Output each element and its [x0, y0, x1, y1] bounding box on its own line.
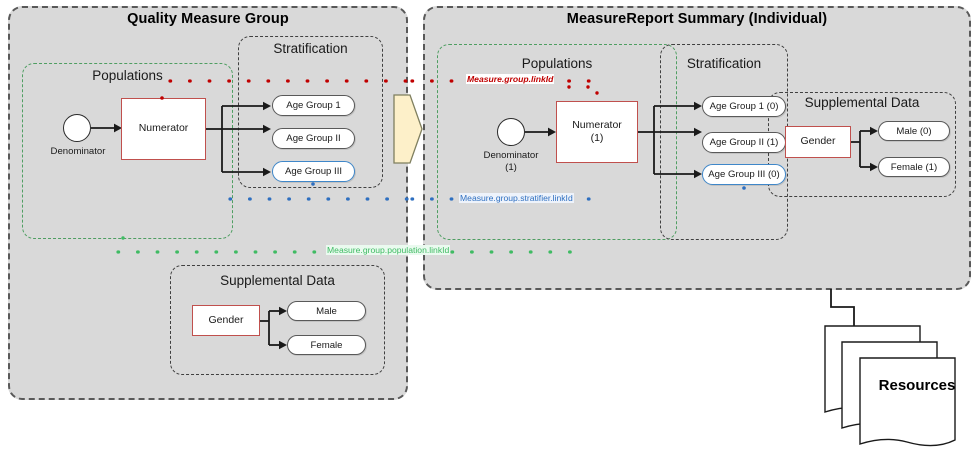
left-gender-label: Gender [208, 313, 244, 326]
right-denominator-label: Denominator (1) [466, 150, 556, 174]
right-gender-branch-connectors [851, 126, 878, 172]
right-numerator-label: Numerator [572, 118, 622, 131]
population-linkid-label: Measure.group.population.linkId [326, 245, 451, 255]
left-female-pill: Female [287, 335, 366, 355]
left-age-group-3-blue-dot [311, 182, 315, 186]
left-age-group-1-label: Age Group 1 [286, 100, 341, 111]
left-supplemental-title: Supplemental Data [220, 273, 335, 288]
left-gender-node: Gender [192, 305, 260, 336]
resources-stack-icon [824, 325, 956, 447]
right-numerator-node: Numerator (1) [556, 101, 638, 163]
right-age-group-3-blue-dot [742, 186, 746, 190]
left-denominator-label: Denominator [50, 146, 106, 157]
left-male-pill: Male [287, 301, 366, 321]
left-populations-region [22, 63, 233, 239]
left-age-group-2-label: Age Group II [286, 133, 341, 144]
right-age-group-1-pill: Age Group 1 (0) [702, 96, 786, 117]
right-female-pill: Female (1) [878, 157, 950, 177]
right-male-label: Male (0) [896, 125, 932, 137]
left-stratification-title: Stratification [273, 41, 348, 56]
right-gender-node: Gender [785, 126, 851, 158]
left-male-label: Male [316, 305, 337, 317]
left-group-linkid-dotline [168, 79, 412, 83]
right-male-pill: Male (0) [878, 121, 950, 141]
left-populations-title: Populations [92, 68, 163, 83]
quality-measure-group-title: Quality Measure Group [127, 11, 289, 27]
left-supplemental-region [170, 265, 385, 375]
left-stratification-branch-connectors [206, 101, 271, 177]
group-linkid-label: Measure.group.linkId [466, 74, 555, 84]
measurereport-summary-title: MeasureReport Summary (Individual) [566, 11, 828, 27]
left-denominator-node [63, 114, 91, 142]
right-denominator-count: (1) [505, 161, 517, 173]
right-denominator-node [497, 118, 525, 146]
stratifier-linkid-label: Measure.group.stratifier.linkId [459, 193, 574, 203]
right-group-linkid-riser [567, 85, 599, 95]
resources-label: Resources [878, 377, 956, 394]
left-stratification-region [238, 36, 383, 188]
right-denominator-to-numerator-arrow [525, 127, 556, 137]
left-female-label: Female [310, 339, 343, 351]
right-stratification-branch-connectors [638, 101, 702, 179]
right-populations-region [437, 44, 677, 240]
right-population-linkid-dotline [450, 250, 574, 254]
right-stratification-title: Stratification [686, 56, 762, 71]
right-female-label: Female (1) [890, 161, 938, 173]
left-age-group-3-label: Age Group III [284, 166, 343, 177]
right-age-group-2-label: Age Group II (1) [709, 137, 779, 148]
left-age-group-3-pill: Age Group III [272, 161, 355, 182]
left-population-linkid-riser [121, 236, 125, 240]
left-age-group-1-pill: Age Group 1 [272, 95, 355, 116]
measurereport-summary-panel [423, 6, 971, 290]
left-numerator-label: Numerator [138, 122, 189, 135]
right-age-group-3-pill: Age Group III (0) [702, 164, 786, 185]
flow-chevron-icon [393, 94, 423, 164]
right-age-group-3-label: Age Group III (0) [708, 169, 780, 180]
right-age-group-1-label: Age Group 1 (0) [709, 101, 779, 112]
left-denominator-to-numerator-arrow [91, 123, 122, 133]
right-supplemental-title: Supplemental Data [804, 95, 920, 110]
right-gender-label: Gender [800, 135, 836, 148]
left-gender-branch-connectors [260, 306, 287, 350]
left-numerator-red-dot [160, 96, 164, 100]
right-numerator-count: (1) [590, 132, 604, 144]
left-stratifier-linkid-dotline [228, 197, 414, 201]
left-numerator-node: Numerator [121, 98, 206, 160]
right-denominator-text: Denominator [483, 150, 539, 161]
right-age-group-2-pill: Age Group II (1) [702, 132, 786, 153]
left-age-group-2-pill: Age Group II [272, 128, 355, 149]
right-populations-title: Populations [521, 56, 593, 71]
